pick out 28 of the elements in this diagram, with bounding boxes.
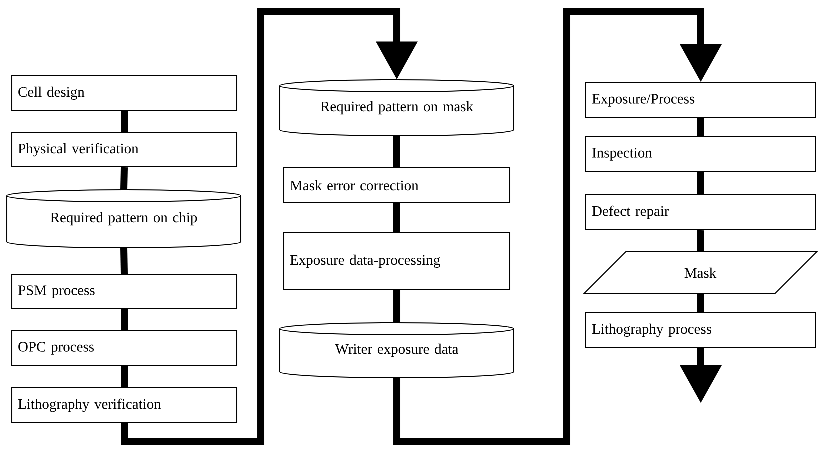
storage-cylinder: Writer exposure data (280, 322, 514, 378)
connector-line (394, 136, 400, 168)
connector-line (120, 248, 128, 275)
process-box: OPC process (12, 330, 238, 366)
connector-line (121, 112, 128, 132)
arrow (394, 8, 722, 446)
process-box: Lithography process (586, 312, 816, 348)
connector-line (121, 366, 128, 388)
process-box: Inspection (586, 136, 816, 172)
connector-line (698, 118, 704, 136)
process-box: PSM process (12, 274, 238, 310)
connector-line (394, 204, 400, 232)
storage-cylinder: Required pattern on chip (6, 190, 242, 248)
connector-line (698, 172, 704, 194)
process-box: Cell design (12, 76, 238, 112)
arrow (121, 8, 418, 446)
connector-line (697, 230, 704, 252)
process-box: Defect repair (586, 194, 816, 230)
process-box: Physical verification (12, 132, 238, 168)
process-box: Exposure/Process (586, 82, 816, 118)
connector-line (697, 294, 704, 313)
connector-line (120, 167, 128, 190)
process-box: Lithography verification (12, 387, 238, 424)
storage-cylinder: Required pattern on mask (280, 80, 514, 136)
process-box: Mask error correction (284, 168, 510, 204)
process-box: Exposure data-processing (284, 232, 510, 290)
connector-line (394, 290, 400, 323)
connector-line (121, 309, 128, 330)
